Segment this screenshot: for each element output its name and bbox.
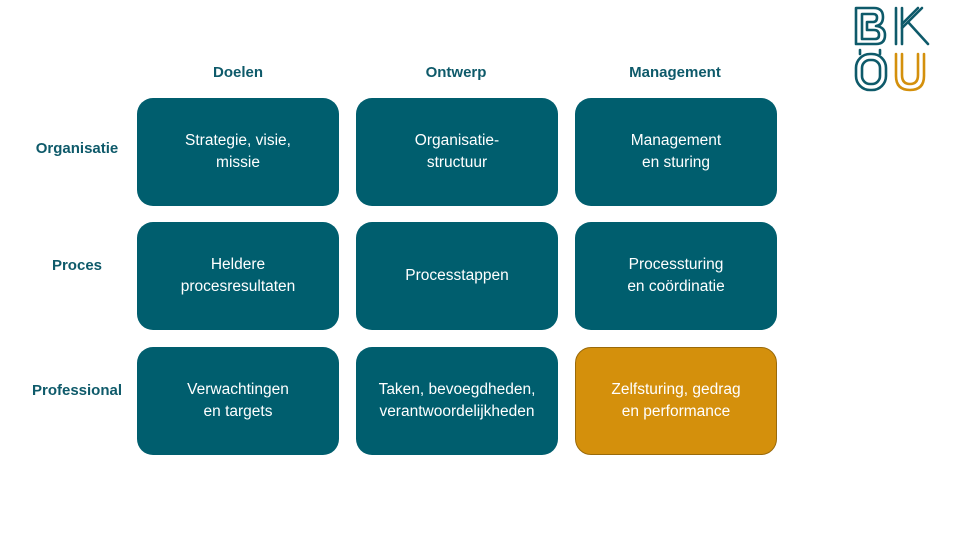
cell-professional-management-highlighted: Zelfsturing, gedrag en performance xyxy=(575,347,777,455)
bkou-logo xyxy=(854,6,930,92)
row-header-professional: Professional xyxy=(31,382,123,399)
cell-organisatie-management: Management en sturing xyxy=(575,98,777,206)
cell-professional-doelen: Verwachtingen en targets xyxy=(137,347,339,455)
cell-proces-ontwerp: Processtappen xyxy=(356,222,558,330)
column-header-doelen: Doelen xyxy=(212,64,263,81)
cell-organisatie-ontwerp: Organisatie- structuur xyxy=(356,98,558,206)
cell-professional-ontwerp: Taken, bevoegdheden, verantwoordelijkhed… xyxy=(356,347,558,455)
cell-proces-doelen: Heldere procesresultaten xyxy=(137,222,339,330)
cell-organisatie-doelen: Strategie, visie, missie xyxy=(137,98,339,206)
column-header-management: Management xyxy=(629,64,721,81)
cell-proces-management: Processturing en coördinatie xyxy=(575,222,777,330)
row-header-organisatie: Organisatie xyxy=(35,140,119,157)
column-header-ontwerp: Ontwerp xyxy=(425,64,487,81)
row-header-proces: Proces xyxy=(51,257,103,274)
